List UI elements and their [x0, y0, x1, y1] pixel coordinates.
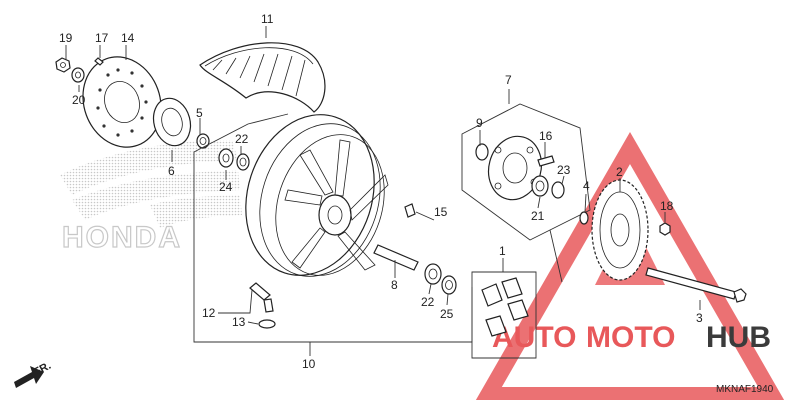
damper-rubbers: [481, 277, 529, 337]
pulser-ring: [152, 97, 192, 147]
collar: [196, 133, 210, 149]
rear-axle: [645, 267, 747, 303]
callout-5: 5: [196, 106, 203, 120]
callout-labels: 11 19 17 14 20 5 6 22 24 7 9 16 23 21 4 …: [59, 12, 703, 371]
watermark-hub: HUB: [706, 321, 771, 354]
axle-spacer: [373, 244, 419, 271]
callout-18: 18: [660, 199, 674, 213]
callout-1: 1: [499, 244, 506, 258]
flange-bearing: [531, 175, 549, 197]
callout-10: 10: [302, 357, 316, 371]
honda-wing-watermark: HONDA: [60, 140, 242, 255]
disc-bolt: [94, 57, 104, 66]
callout-24: 24: [219, 180, 233, 194]
driven-flange: [487, 135, 543, 201]
callout-22b: 22: [421, 295, 435, 309]
callout-23: 23: [557, 163, 571, 177]
callout-16: 16: [539, 129, 553, 143]
callout-25: 25: [440, 307, 454, 321]
callout-7: 7: [505, 73, 512, 87]
flange-stud: [537, 155, 555, 167]
callout-15: 15: [434, 205, 448, 219]
callout-21: 21: [531, 209, 545, 223]
callout-12: 12: [202, 306, 216, 320]
right-dust-seal: [441, 275, 457, 295]
disc-washer: [71, 67, 85, 83]
tire-valve: [249, 282, 276, 329]
callout-3: 3: [696, 311, 703, 325]
rear-wheel: [245, 114, 389, 277]
disc-nut: [55, 57, 71, 73]
callout-19: 19: [59, 31, 73, 45]
driven-flange-box: [461, 103, 591, 241]
callout-17: 17: [95, 31, 109, 45]
callout-9: 9: [476, 116, 483, 130]
direction-label: FR.: [32, 360, 53, 379]
watermark-auto: AUTO: [492, 321, 576, 354]
callout-20: 20: [72, 93, 86, 107]
callout-13: 13: [232, 315, 246, 329]
right-bearing: [424, 263, 442, 285]
callout-8: 8: [391, 278, 398, 292]
sprocket-washer: [579, 211, 589, 225]
callout-22a: 22: [235, 132, 249, 146]
driven-sprocket: [591, 179, 649, 281]
flange-collar: [475, 143, 489, 161]
flange-seal: [551, 181, 565, 199]
callout-4: 4: [583, 179, 590, 193]
left-bearing: [218, 148, 234, 168]
front-direction-indicator: FR.: [14, 360, 53, 388]
callout-11: 11: [261, 12, 274, 26]
callout-6: 6: [168, 164, 175, 178]
rear-tire: [199, 42, 326, 113]
diagram-code: MKNAF1940: [716, 384, 774, 395]
damper-box: [471, 271, 537, 359]
brake-disc: [82, 56, 162, 148]
callout-14: 14: [121, 31, 135, 45]
callout-2: 2: [616, 165, 623, 179]
leader-lines: [65, 26, 701, 356]
sprocket-nut: [659, 222, 671, 236]
spacer-collar: [404, 203, 416, 218]
watermark-moto: MOTO: [586, 321, 675, 354]
honda-watermark-text: HONDA: [62, 221, 182, 254]
left-dust-seal: [236, 153, 250, 171]
